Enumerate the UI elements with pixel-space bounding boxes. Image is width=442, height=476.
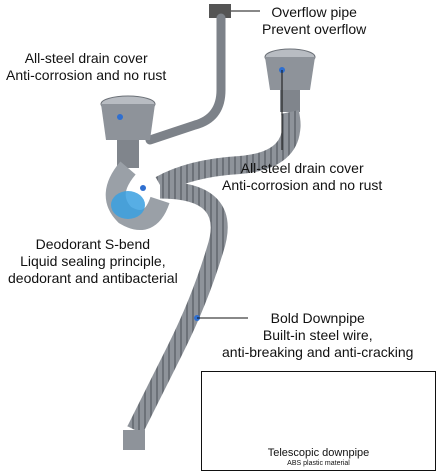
overflow-pipe xyxy=(145,4,231,145)
downpipe-label: Bold Downpipe Built-in steel wire, anti-… xyxy=(222,310,414,360)
left-drain-cover-label: All-steel drain cover Anti-corrosion and… xyxy=(6,50,167,83)
callout-dot xyxy=(140,185,146,191)
inset-subcaption: ABS plastic material xyxy=(287,460,350,467)
s-bend-label: Deodorant S-bend Liquid sealing principl… xyxy=(8,236,178,286)
downpipe-end xyxy=(123,430,145,450)
telescopic-downpipe-inset: Telescopic downpipe ABS plastic material xyxy=(201,371,436,471)
callout-dot xyxy=(117,114,123,120)
leader-lines xyxy=(197,10,283,319)
s-bend xyxy=(105,161,170,230)
right-drain-cover xyxy=(264,48,316,112)
overflow-pipe-label: Overflow pipe Prevent overflow xyxy=(262,4,367,37)
left-drain-cover xyxy=(100,95,156,168)
inset-caption: Telescopic downpipe xyxy=(267,447,370,459)
connector-hose xyxy=(155,110,301,193)
downpipe-hose xyxy=(127,181,228,434)
right-drain-cover-label: All-steel drain cover Anti-corrosion and… xyxy=(222,160,383,193)
